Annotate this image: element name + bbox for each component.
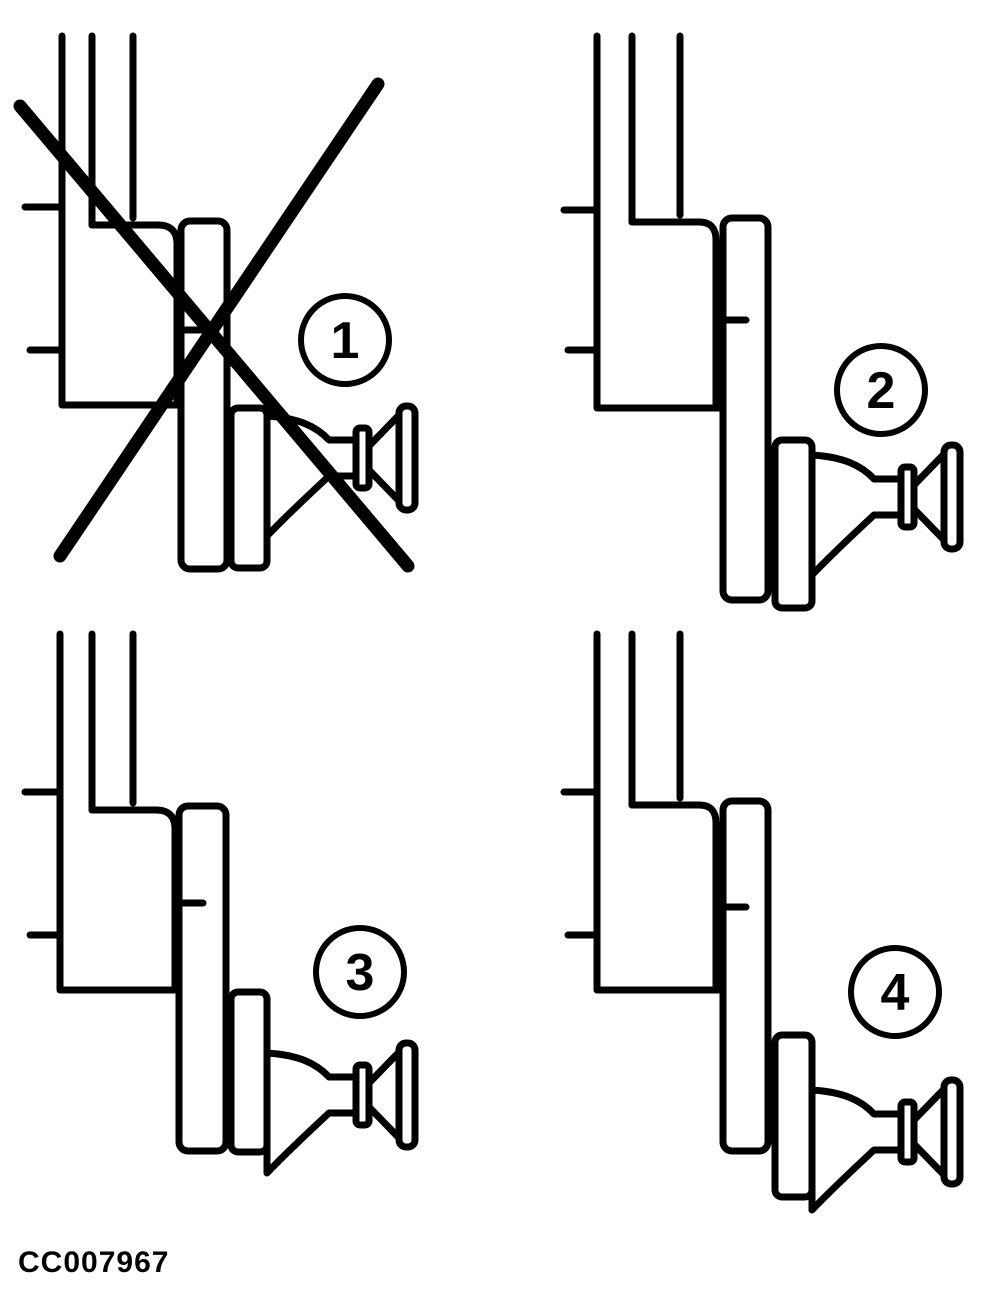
panel-3-diagram: 3 [21, 630, 419, 1177]
horn-body [263, 412, 363, 540]
step-outline [628, 801, 720, 990]
panel-number-label: 3 [346, 944, 375, 1002]
number-badge: 3 [313, 925, 407, 1019]
panel-2: 2 [496, 0, 992, 620]
panel-1-diagram: 1 [13, 32, 419, 573]
step-outline [628, 218, 720, 408]
panel-number-label: 1 [331, 312, 360, 370]
number-badge: 4 [848, 945, 942, 1039]
number-badge-circle [848, 945, 942, 1039]
pipe-lines [628, 630, 684, 809]
number-badge: 1 [298, 293, 392, 387]
number-badge-circle [834, 343, 928, 437]
slider-bracket [771, 436, 816, 612]
panel-4-diagram: 4 [560, 630, 964, 1214]
horn-assembly [808, 1076, 964, 1214]
wall-tick-marks [21, 788, 64, 939]
pipe-lines [628, 32, 684, 226]
horn-assembly [263, 402, 419, 540]
panel-1: 1 [0, 0, 496, 620]
wall-outline [593, 32, 725, 412]
horn-body [808, 451, 908, 579]
slider-bracket [227, 404, 271, 572]
rail-bar [177, 217, 231, 573]
horn-mouth [395, 1039, 419, 1151]
incorrect-cross-mark [13, 77, 415, 573]
horn-assembly [808, 441, 964, 579]
horn-mouth [940, 1076, 964, 1188]
number-badge-circle [313, 925, 407, 1019]
rail-bar [175, 802, 230, 1155]
panel-number-label: 2 [867, 362, 896, 420]
slider-bracket [227, 988, 271, 1156]
step-outline [88, 221, 181, 405]
horn-flange [897, 463, 918, 531]
panel-2-diagram: 2 [560, 32, 964, 612]
number-badge-circle [298, 293, 392, 387]
rail-bar [719, 214, 772, 604]
horn-mouth [940, 441, 964, 553]
wall-tick-marks [560, 788, 601, 939]
horn-flange [897, 1098, 918, 1166]
step-outline [88, 806, 179, 990]
figure-code: CC007967 [18, 1246, 170, 1279]
wall-tick-marks [560, 206, 601, 354]
horn-flange [352, 1061, 373, 1129]
horn-assembly [263, 1039, 419, 1177]
rail-bar [719, 797, 772, 1155]
panel-4: 4 [496, 620, 992, 1240]
panel-3: 3 [0, 620, 496, 1240]
wall-tick-marks [21, 203, 66, 354]
horn-flange [352, 424, 373, 492]
horn-mouth [395, 402, 419, 514]
wall-outline [56, 630, 184, 994]
number-badge: 2 [834, 343, 928, 437]
horn-body [808, 1086, 908, 1214]
pipe-lines [88, 630, 137, 814]
wall-outline [593, 630, 725, 994]
slider-bracket [771, 1031, 816, 1201]
horn-body [263, 1049, 363, 1177]
panel-number-label: 4 [881, 964, 910, 1022]
